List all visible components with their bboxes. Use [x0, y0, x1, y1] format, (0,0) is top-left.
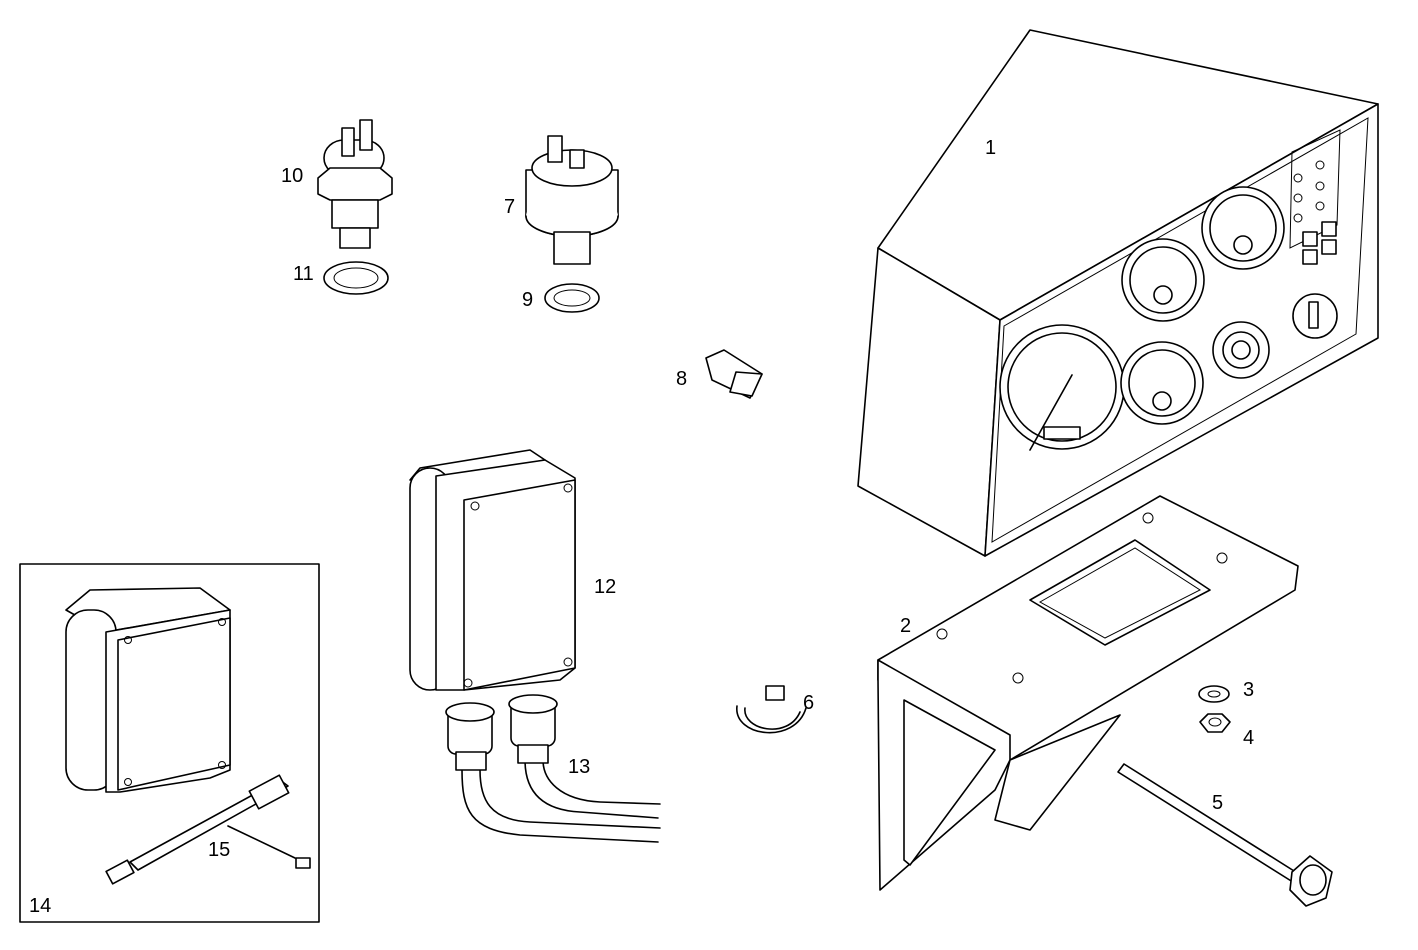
- callout-14: 14: [29, 895, 52, 917]
- callout-2: 2: [900, 615, 912, 637]
- callout-15: 15: [208, 839, 231, 861]
- seal-ring-part: [323, 261, 389, 295]
- connector-plug-part: [705, 349, 763, 399]
- callout-9: 9: [522, 289, 534, 311]
- control-unit-part: [409, 449, 576, 691]
- wiring-harness-part: [445, 694, 661, 843]
- callout-12: 12: [594, 576, 617, 598]
- callout-11: 11: [293, 263, 314, 285]
- inset-kit-frame: [19, 563, 320, 923]
- bolt-part: [1117, 763, 1333, 907]
- instrument-panel-part: [857, 29, 1379, 557]
- washer-part: [1198, 685, 1230, 703]
- callout-4: 4: [1243, 727, 1255, 749]
- nut-part: [1199, 713, 1231, 733]
- callout-6: 6: [803, 692, 815, 714]
- mounting-bracket-part: [877, 495, 1299, 891]
- callout-3: 3: [1243, 679, 1255, 701]
- callout-13: 13: [568, 756, 591, 778]
- cable-tie-part: [736, 685, 807, 734]
- callout-10: 10: [281, 165, 304, 187]
- seal-ring-part: [544, 283, 600, 313]
- callout-8: 8: [676, 368, 688, 390]
- pressure-sensor-part: [525, 135, 619, 265]
- temperature-sender-part: [317, 119, 393, 249]
- callout-1: 1: [985, 137, 997, 159]
- callout-7: 7: [504, 196, 516, 218]
- callout-5: 5: [1212, 792, 1224, 814]
